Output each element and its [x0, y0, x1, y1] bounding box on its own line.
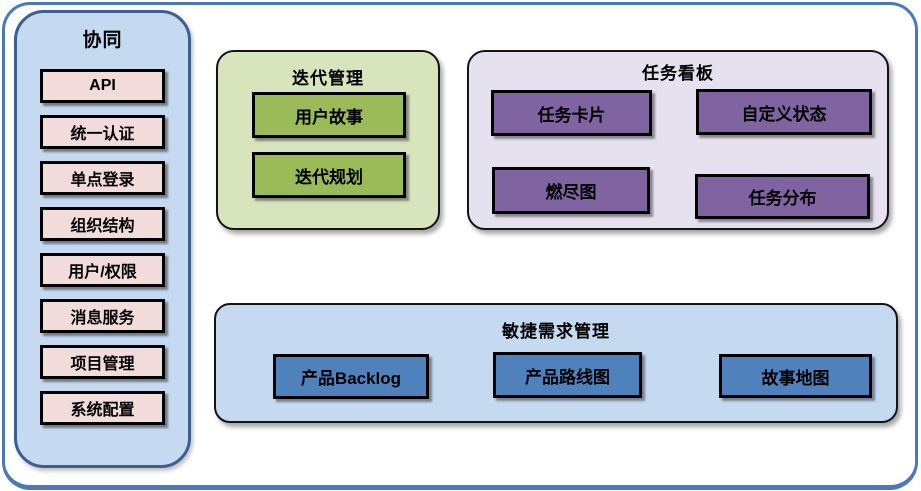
panel-task-board: 任务看板 任务卡片 自定义状态 燃尽图 任务分布 [467, 50, 889, 230]
panel-task-board-title: 任务看板 [642, 64, 714, 83]
sidebar-collaboration: 协同 API 统一认证 单点登录 组织结构 用户/权限 消息服务 项目管理 系统… [14, 10, 191, 468]
panel-agile-requirements: 敏捷需求管理 产品Backlog 产品路线图 故事地图 [214, 303, 898, 423]
node-burndown-chart: 燃尽图 [492, 167, 650, 214]
panel-iteration-title: 迭代管理 [292, 69, 364, 88]
node-user-story: 用户故事 [252, 92, 406, 138]
sidebar-item-user-permissions: 用户/权限 [40, 253, 165, 287]
sidebar-item-system-config: 系统配置 [40, 391, 165, 425]
sidebar-item-unified-auth: 统一认证 [40, 115, 165, 149]
sidebar-item-project-management: 项目管理 [40, 345, 165, 379]
node-product-backlog: 产品Backlog [273, 354, 429, 399]
sidebar-item-message-service: 消息服务 [40, 299, 165, 333]
node-task-distribution: 任务分布 [695, 174, 870, 219]
sidebar-title: 协同 [82, 30, 123, 51]
sidebar-item-api: API [40, 69, 165, 103]
sidebar-item-list: API 统一认证 单点登录 组织结构 用户/权限 消息服务 项目管理 系统配置 [17, 69, 188, 425]
panel-iteration-management: 迭代管理 用户故事 迭代规划 [216, 50, 440, 230]
node-story-map: 故事地图 [719, 354, 872, 398]
node-task-card: 任务卡片 [491, 90, 652, 136]
node-custom-status: 自定义状态 [696, 89, 872, 135]
node-iteration-planning: 迭代规划 [252, 152, 406, 198]
sidebar-item-org-structure: 组织结构 [40, 207, 165, 241]
sidebar-item-single-sign-on: 单点登录 [40, 161, 165, 195]
node-product-roadmap: 产品路线图 [493, 352, 642, 398]
panel-agile-requirements-title: 敏捷需求管理 [502, 322, 610, 341]
